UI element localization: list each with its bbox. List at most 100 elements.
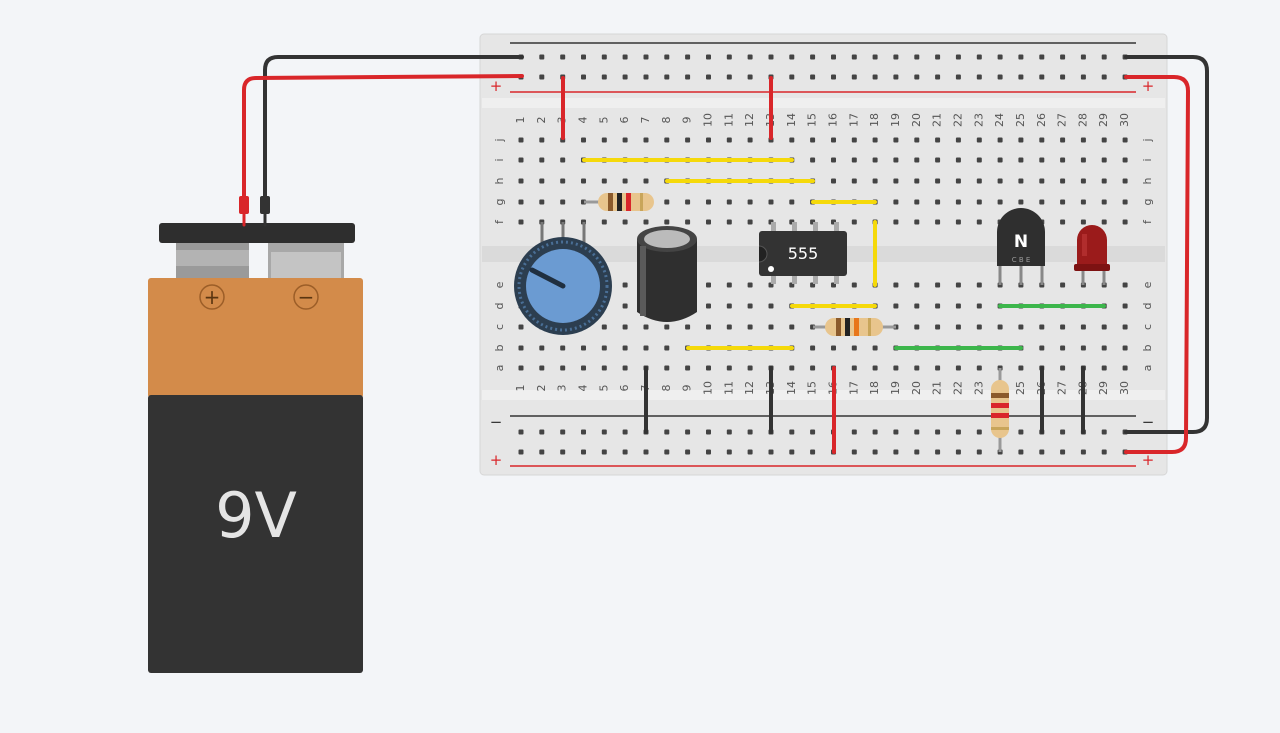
terminal-hole[interactable] [1080, 345, 1086, 351]
rail-hole[interactable] [789, 429, 795, 435]
rail-hole[interactable] [1018, 54, 1024, 60]
terminal-hole[interactable] [560, 365, 566, 371]
terminal-hole[interactable] [643, 137, 649, 143]
terminal-hole[interactable] [810, 345, 816, 351]
terminal-hole[interactable] [643, 345, 649, 351]
terminal-hole[interactable] [935, 303, 941, 309]
rail-hole[interactable] [851, 429, 857, 435]
terminal-hole[interactable] [935, 282, 941, 288]
terminal-hole[interactable] [706, 365, 711, 371]
rail-hole[interactable] [955, 449, 961, 455]
rail-hole[interactable] [976, 449, 982, 455]
power-wires[interactable] [239, 55, 1209, 454]
terminal-hole[interactable] [706, 303, 711, 309]
terminal-hole[interactable] [664, 219, 670, 225]
terminal-hole[interactable] [1101, 137, 1107, 143]
rail-hole[interactable] [601, 429, 607, 435]
rail-hole[interactable] [518, 449, 524, 455]
terminal-hole[interactable] [914, 282, 920, 288]
rail-hole[interactable] [893, 429, 899, 435]
rail-hole[interactable] [810, 74, 816, 80]
terminal-hole[interactable] [893, 137, 899, 143]
terminal-hole[interactable] [914, 219, 920, 225]
terminal-hole[interactable] [560, 345, 566, 351]
terminal-hole[interactable] [1101, 345, 1107, 351]
terminal-hole[interactable] [1018, 178, 1024, 184]
terminal-hole[interactable] [976, 324, 982, 330]
terminal-hole[interactable] [872, 157, 878, 163]
terminal-hole[interactable] [955, 219, 961, 225]
terminal-hole[interactable] [706, 199, 711, 205]
terminal-hole[interactable] [1060, 282, 1066, 288]
terminal-hole[interactable] [997, 199, 1003, 205]
terminal-hole[interactable] [1018, 365, 1024, 371]
rail-hole[interactable] [831, 74, 836, 80]
terminal-hole[interactable] [1101, 157, 1107, 163]
rail-hole[interactable] [539, 429, 545, 435]
rail-hole[interactable] [726, 54, 732, 60]
rail-hole[interactable] [935, 74, 941, 80]
terminal-hole[interactable] [872, 178, 878, 184]
rail-hole[interactable] [1060, 54, 1066, 60]
terminal-hole[interactable] [955, 137, 961, 143]
terminal-hole[interactable] [664, 324, 670, 330]
terminal-hole[interactable] [935, 365, 941, 371]
terminal-hole[interactable] [1101, 324, 1107, 330]
rail-hole[interactable] [664, 54, 670, 60]
terminal-hole[interactable] [706, 219, 711, 225]
terminal-hole[interactable] [518, 219, 524, 225]
terminal-hole[interactable] [539, 137, 545, 143]
rail-hole[interactable] [685, 54, 691, 60]
rail-hole[interactable] [1018, 449, 1024, 455]
terminal-hole[interactable] [685, 365, 691, 371]
terminal-hole[interactable] [789, 137, 795, 143]
terminal-hole[interactable] [685, 324, 691, 330]
terminal-hole[interactable] [976, 303, 982, 309]
terminal-hole[interactable] [726, 282, 732, 288]
rail-hole[interactable] [581, 449, 586, 455]
terminal-hole[interactable] [872, 365, 878, 371]
terminal-hole[interactable] [997, 178, 1003, 184]
terminal-hole[interactable] [1060, 219, 1066, 225]
terminal-hole[interactable] [601, 365, 607, 371]
terminal-hole[interactable] [622, 219, 628, 225]
terminal-hole[interactable] [747, 137, 753, 143]
terminal-hole[interactable] [518, 365, 524, 371]
terminal-hole[interactable] [831, 157, 836, 163]
rail-hole[interactable] [622, 54, 628, 60]
terminal-hole[interactable] [893, 219, 899, 225]
terminal-hole[interactable] [1122, 282, 1128, 288]
terminal-hole[interactable] [726, 219, 732, 225]
terminal-hole[interactable] [581, 345, 586, 351]
battery-9v[interactable]: + − 9V [148, 223, 363, 673]
rail-hole[interactable] [872, 74, 878, 80]
rail-hole[interactable] [768, 54, 774, 60]
rail-hole[interactable] [893, 449, 899, 455]
rail-hole[interactable] [706, 429, 711, 435]
rail-hole[interactable] [935, 449, 941, 455]
rail-hole[interactable] [622, 429, 628, 435]
rail-hole[interactable] [581, 74, 586, 80]
potentiometer[interactable] [514, 222, 612, 335]
rail-hole[interactable] [518, 429, 524, 435]
rail-hole[interactable] [1039, 54, 1045, 60]
rail-hole[interactable] [768, 449, 774, 455]
terminal-hole[interactable] [768, 199, 774, 205]
terminal-hole[interactable] [768, 324, 774, 330]
rail-hole[interactable] [706, 74, 711, 80]
rail-hole[interactable] [601, 449, 607, 455]
terminal-hole[interactable] [539, 345, 545, 351]
terminal-hole[interactable] [581, 137, 586, 143]
terminal-hole[interactable] [539, 365, 545, 371]
terminal-hole[interactable] [893, 303, 899, 309]
rail-hole[interactable] [872, 429, 878, 435]
rail-hole[interactable] [1060, 449, 1066, 455]
terminal-hole[interactable] [914, 137, 920, 143]
rail-hole[interactable] [914, 449, 920, 455]
rail-hole[interactable] [976, 429, 982, 435]
terminal-hole[interactable] [1060, 137, 1066, 143]
terminal-hole[interactable] [810, 137, 816, 143]
rail-hole[interactable] [747, 429, 753, 435]
rail-hole[interactable] [601, 54, 607, 60]
